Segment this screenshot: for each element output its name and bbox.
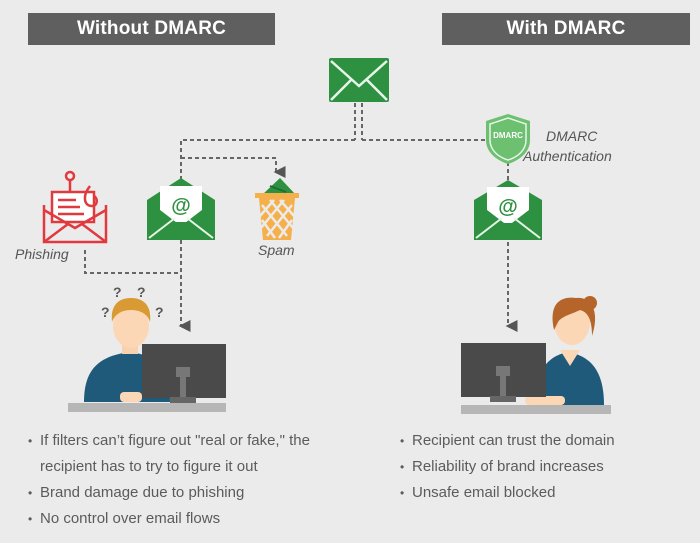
without-dmarc-header: Without DMARC (28, 13, 275, 45)
bullet-item: Recipient can trust the domain (400, 428, 690, 454)
dashed-connectors (84, 103, 518, 332)
bullet-item: Unsafe email blocked (400, 480, 690, 506)
bullet-item: Brand damage due to phishing (28, 480, 348, 506)
woman-at-computer-icon (461, 296, 611, 414)
dmarc-label-line1: DMARC (546, 128, 598, 144)
with-dmarc-bullets: Recipient can trust the domain Reliabili… (400, 428, 690, 506)
bullet-item: No control over email flows (28, 506, 348, 532)
with-dmarc-header: With DMARC (442, 13, 690, 45)
at-symbol-left: @ (171, 195, 191, 217)
question-mark: ? (137, 284, 146, 300)
phishing-label: Phishing (15, 246, 69, 262)
question-mark: ? (155, 304, 164, 320)
without-dmarc-title: Without DMARC (76, 18, 227, 39)
phishing-hook-envelope-icon (42, 170, 108, 244)
without-dmarc-bullets: If filters can’t figure out "real or fak… (28, 428, 348, 532)
bullet-item: If filters can’t figure out "real or fak… (28, 428, 348, 480)
shield-text: DMARC (493, 131, 523, 140)
open-email-at-icon: @ (147, 178, 215, 240)
question-mark: ? (113, 284, 122, 300)
connector-to-spam (181, 157, 286, 178)
dmarc-authentication-label: DMARC Authentication (523, 126, 612, 166)
with-dmarc-title: With DMARC (506, 18, 626, 39)
dmarc-label-line2: Authentication (523, 148, 612, 164)
email-envelope-icon (329, 58, 389, 102)
bullet-item: Reliability of brand increases (400, 454, 690, 480)
spam-trash-bin-icon (255, 178, 299, 240)
open-email-at-icon-right: @ (474, 180, 542, 240)
at-symbol-right: @ (498, 196, 518, 218)
connector-to-legit-left (180, 139, 355, 180)
spam-label: Spam (258, 242, 295, 258)
confused-man-at-computer-icon: ? ? ? ? (68, 284, 226, 412)
dmarc-shield-icon: DMARC (486, 114, 530, 164)
connector-phishing-to-user (84, 250, 181, 274)
question-mark: ? (101, 304, 110, 320)
